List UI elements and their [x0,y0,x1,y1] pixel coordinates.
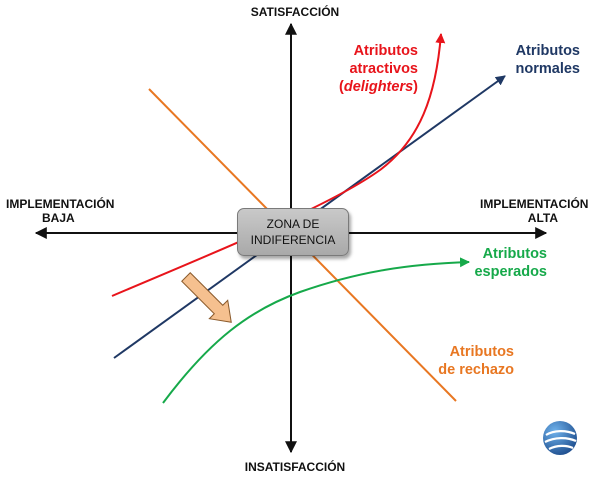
expected-label: Atributos esperados [465,245,547,281]
attractive-label: Atributos atractivos (delighters) [318,42,418,96]
axis-label-left: IMPLEMENTACIÓN BAJA [6,197,114,225]
zone-label-line2: INDIFERENCIA [250,233,336,247]
axis-label-left-line2: BAJA [42,211,75,225]
diagonal-arrow-icon [181,272,232,323]
attractive-label-line1: Atributos [353,43,418,59]
axis-label-right: IMPLEMENTACIÓN ALTA [480,197,589,225]
rejection-label-line2: de rechazo [438,362,514,378]
paren-close: ) [413,79,418,95]
axis-label-bottom: INSATISFACCIÓN [244,460,346,474]
attractive-label-line3: (delighters) [318,78,418,96]
axis-label-left-line1: IMPLEMENTACIÓN [6,197,115,211]
zone-label-line1: ZONA DE [266,217,320,231]
attractive-curve [111,33,446,297]
rejection-label-line1: Atributos [449,344,514,360]
indifference-zone-box: ZONA DE INDIFERENCIA [237,208,349,256]
globe-logo-icon [543,421,577,455]
expected-label-line2: esperados [474,264,547,280]
expected-curve [162,257,470,404]
normal-label: Atributos normales [500,42,580,78]
axis-label-right-line1: IMPLEMENTACIÓN [480,197,589,211]
normal-label-line1: Atributos [515,43,580,59]
normal-label-line2: normales [515,61,580,77]
rejection-label: Atributos de rechazo [420,343,514,379]
expected-label-line1: Atributos [482,246,547,262]
axis-label-top: SATISFACCIÓN [250,5,340,19]
paren-open: ( [339,79,344,95]
axis-label-right-line2: ALTA [527,211,558,225]
delighters-italic: delighters [343,79,414,95]
attractive-label-line2: atractivos [349,61,418,77]
